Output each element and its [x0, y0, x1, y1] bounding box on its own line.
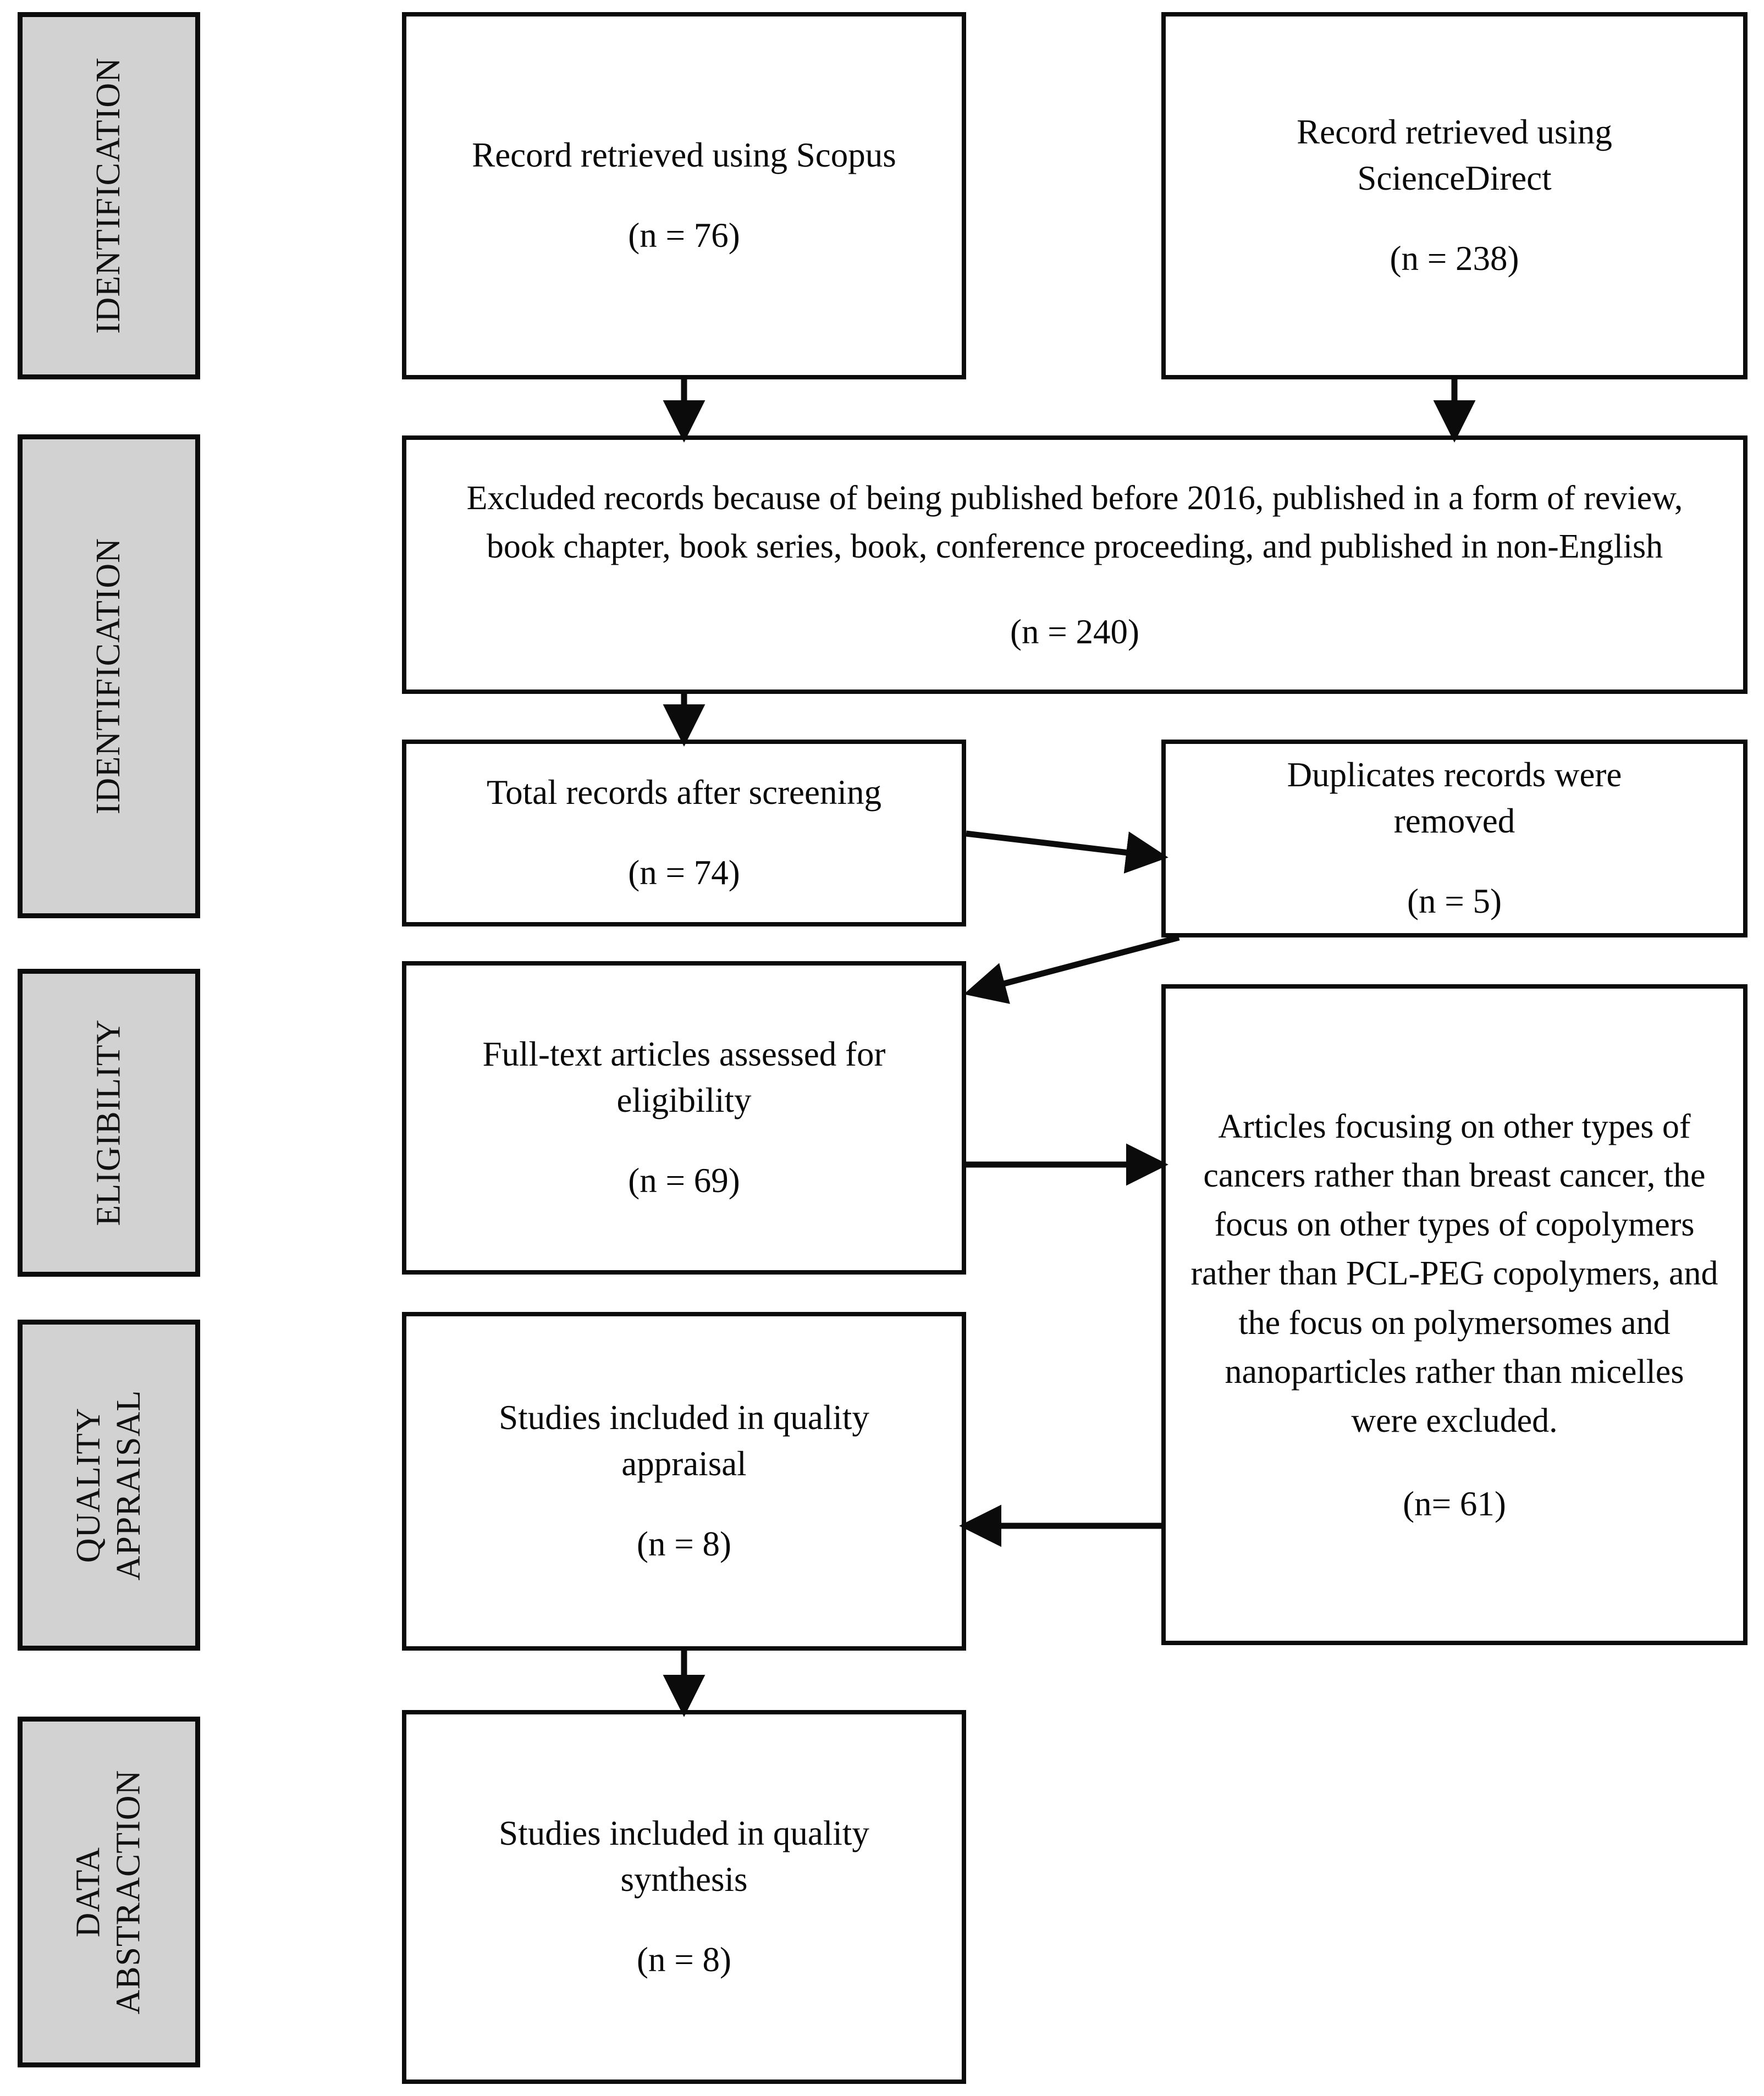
box-count-after-screening: (n = 74)	[628, 853, 740, 892]
stage-label-identification-1: IDENTIFICATION	[90, 57, 128, 334]
box-studies-quality-synthesis: Studies included in quality synthesis (n…	[402, 1710, 966, 2084]
box-title-sciencedirect: Record retrieved using ScienceDirect	[1297, 113, 1612, 198]
box-count-duplicates: (n = 5)	[1407, 881, 1502, 920]
box-title-excluded-records: Excluded records because of being publis…	[466, 479, 1683, 566]
stage-label-identification-2: IDENTIFICATION	[90, 538, 128, 815]
box-count-quality-synthesis: (n = 8)	[637, 1940, 731, 1979]
box-title-full-text: Full-text articles assessed for eligibil…	[482, 1035, 886, 1120]
stage-box-identification-1: IDENTIFICATION	[18, 12, 200, 379]
box-title-after-screening: Total records after screening	[487, 773, 881, 812]
box-count-excluded-topic: (n= 61)	[1403, 1484, 1506, 1523]
stage-box-data-abstraction: DATA ABSTRACTION	[18, 1717, 200, 2067]
stage-box-eligibility: ELIGIBILITY	[18, 969, 200, 1277]
box-count-excluded-records: (n = 240)	[1010, 613, 1139, 652]
stage-label-data-abstraction: DATA ABSTRACTION	[69, 1769, 147, 2015]
box-title-quality-synthesis: Studies included in quality synthesis	[499, 1814, 869, 1899]
box-excluded-topic-reasons: Articles focusing on other types of canc…	[1161, 984, 1748, 1645]
box-duplicates-removed: Duplicates records were removed (n = 5)	[1161, 740, 1748, 937]
stage-label-eligibility: ELIGIBILITY	[90, 1019, 128, 1226]
box-title-duplicates: Duplicates records were removed	[1287, 755, 1622, 841]
box-count-sciencedirect: (n = 238)	[1390, 239, 1519, 278]
box-total-records-after-screening: Total records after screening (n = 74)	[402, 740, 966, 926]
stage-label-quality-appraisal: QUALITY APPRAISAL	[69, 1389, 148, 1581]
arrow-duplicates-to-full-text	[963, 934, 1180, 1004]
stage-box-quality-appraisal: QUALITY APPRAISAL	[18, 1320, 200, 1651]
box-title-scopus: Record retrieved using Scopus	[472, 136, 896, 175]
box-full-text-assessed: Full-text articles assessed for eligibil…	[402, 961, 966, 1275]
box-title-quality-appraisal: Studies included in quality appraisal	[499, 1398, 869, 1483]
stage-box-identification-2: IDENTIFICATION	[18, 434, 200, 918]
box-record-retrieved-scopus: Record retrieved using Scopus (n = 76)	[402, 12, 966, 379]
box-count-quality-appraisal: (n = 8)	[637, 1524, 731, 1563]
arrow-after-screening-to-duplicates	[966, 830, 1168, 874]
box-title-excluded-topic: Articles focusing on other types of canc…	[1190, 1107, 1718, 1440]
box-excluded-records: Excluded records because of being publis…	[402, 435, 1748, 694]
box-record-retrieved-sciencedirect: Record retrieved using ScienceDirect (n …	[1161, 12, 1748, 379]
box-count-scopus: (n = 76)	[628, 216, 740, 255]
box-count-full-text: (n = 69)	[628, 1161, 740, 1200]
box-studies-quality-appraisal: Studies included in quality appraisal (n…	[402, 1312, 966, 1651]
